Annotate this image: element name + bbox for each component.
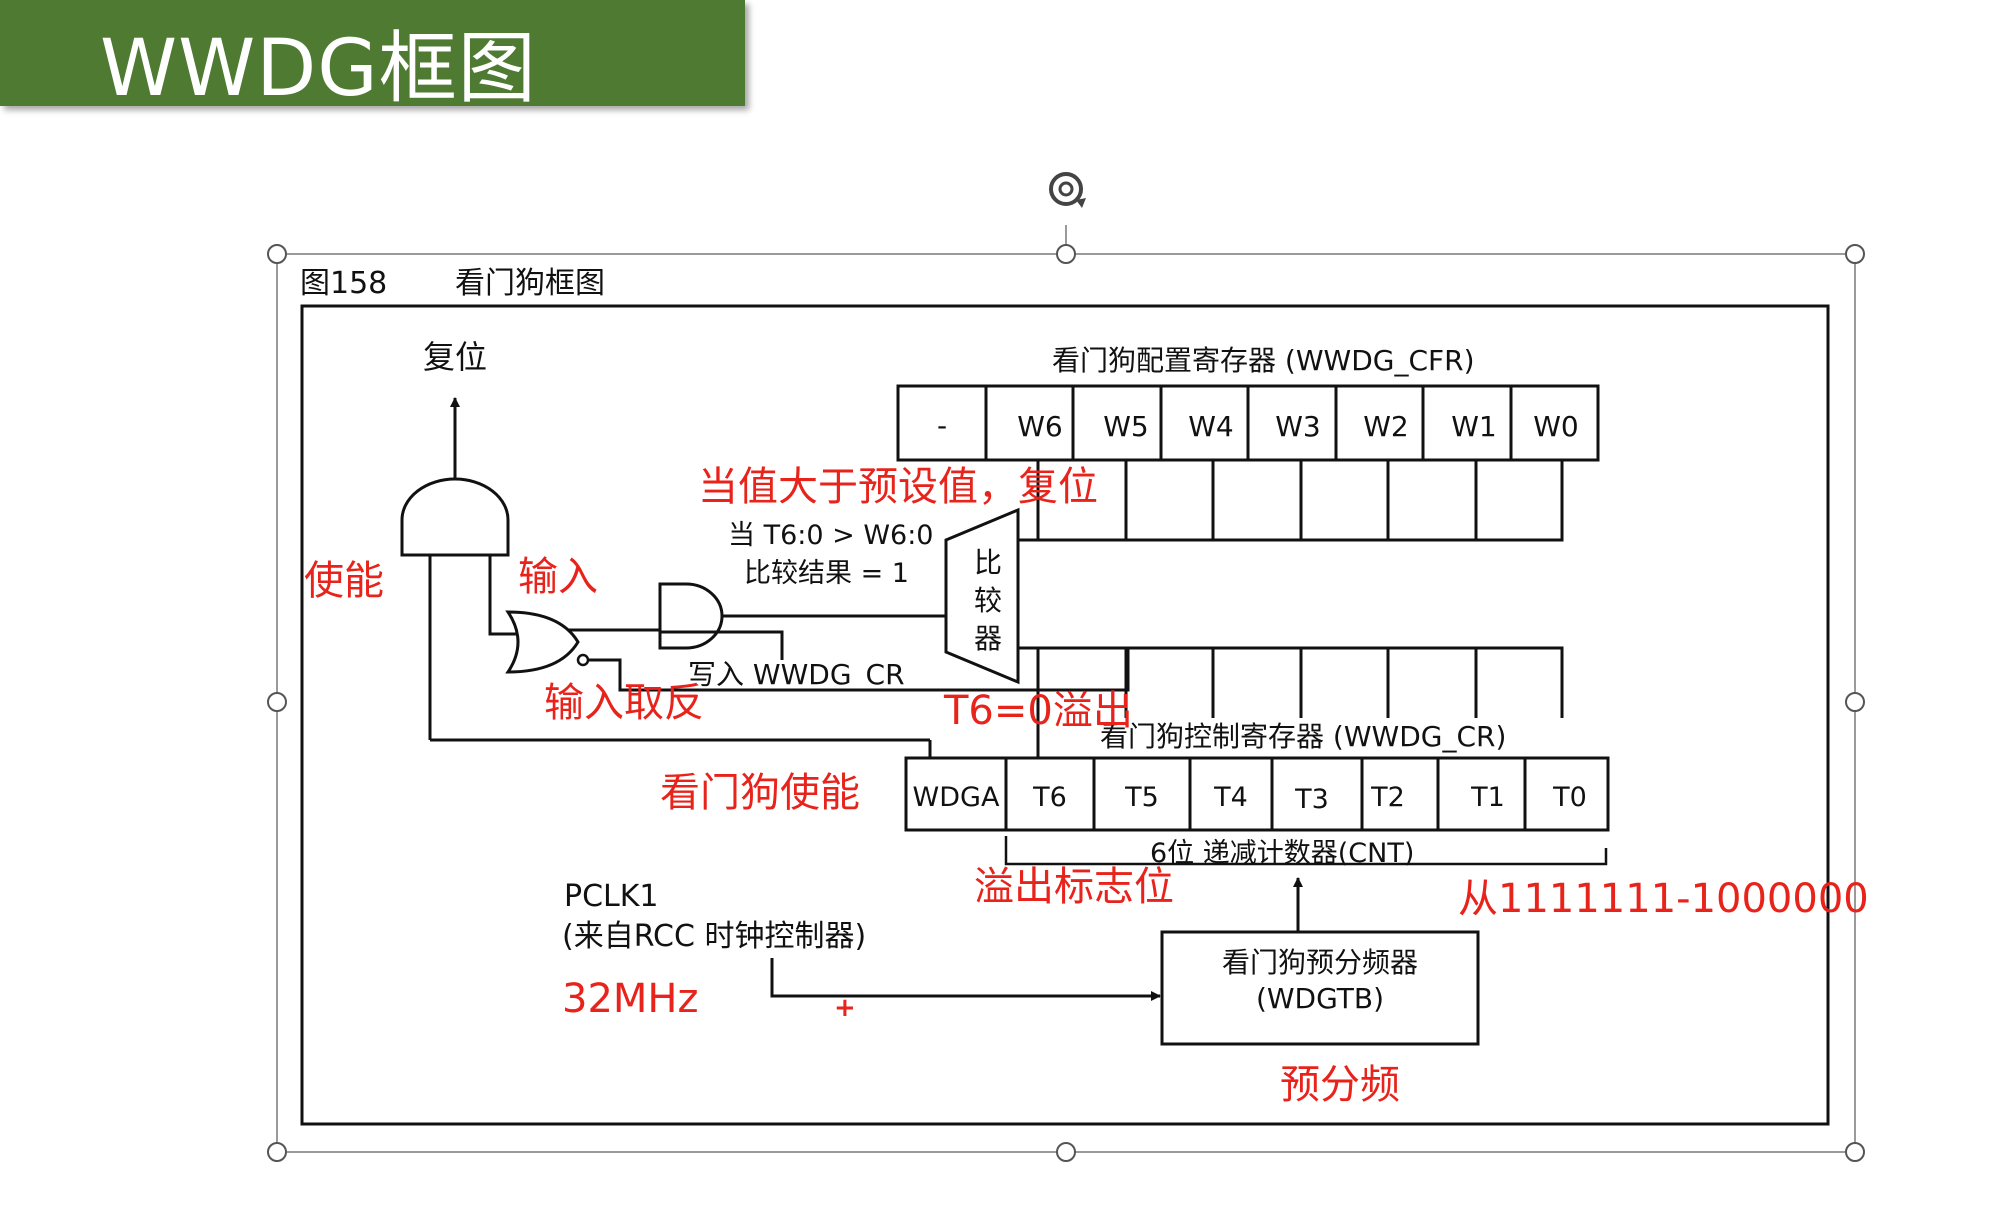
annotation-plus: + xyxy=(834,993,856,1023)
figure-number: 图158 xyxy=(300,266,387,301)
cr-bit: T0 xyxy=(1552,782,1587,813)
cr-bus xyxy=(1018,646,1564,758)
or-output-wire xyxy=(488,555,520,636)
title-banner: WWDG框图 xyxy=(0,0,745,114)
reset-and-gate xyxy=(400,477,510,557)
counter-label: 6位 递减计数器(CNT) xyxy=(1150,838,1414,869)
figure-border xyxy=(300,304,1830,1126)
cr-bit: T3 xyxy=(1294,784,1329,815)
comparator xyxy=(944,507,1020,685)
resize-handle-bottom[interactable] xyxy=(1056,1142,1076,1162)
resize-handle-left[interactable] xyxy=(267,692,287,712)
resize-handle-bottom-left[interactable] xyxy=(267,1142,287,1162)
annotation-reset-condition: 当值大于预设值，复位 xyxy=(698,464,1098,510)
figure-title: 看门狗框图 xyxy=(455,266,605,301)
cr-bit: T5 xyxy=(1124,782,1159,813)
cfr-bit: W1 xyxy=(1451,410,1497,443)
annotation-input: 输入 xyxy=(518,554,598,600)
inverter-bubble xyxy=(576,653,590,667)
comparator-char-3: 器 xyxy=(974,622,1002,655)
resize-handle-top[interactable] xyxy=(1056,244,1076,264)
reset-label: 复位 xyxy=(423,338,487,376)
cfr-register xyxy=(896,384,1600,462)
cr-register xyxy=(904,756,1610,832)
clock-name: PCLK1 xyxy=(564,879,659,914)
comparator-char-1: 比 xyxy=(974,546,1002,579)
comparator-condition-2: 比较结果 = 1 xyxy=(744,558,909,589)
cr-title: 看门狗控制寄存器 (WWDG_CR) xyxy=(1100,720,1506,753)
prescaler-name: 看门狗预分频器 xyxy=(1222,946,1418,979)
cfr-title: 看门狗配置寄存器 (WWDG_CFR) xyxy=(1052,344,1475,377)
cfr-bit: W5 xyxy=(1103,410,1149,443)
write-and-gate xyxy=(658,582,724,650)
cr-bit: T4 xyxy=(1213,782,1248,813)
cr-bit: T2 xyxy=(1370,782,1405,813)
annotation-overflow-flag: 溢出标志位 xyxy=(974,864,1174,910)
cfr-bit: W3 xyxy=(1275,410,1321,443)
annotation-prescale: 预分频 xyxy=(1280,1062,1400,1108)
resize-handle-bottom-right[interactable] xyxy=(1845,1142,1865,1162)
cfr-bit: W0 xyxy=(1533,410,1579,443)
resize-handle-top-right[interactable] xyxy=(1845,244,1865,264)
counter-bracket xyxy=(1004,836,1608,866)
comparator-condition-1: 当 T6:0 > W6:0 xyxy=(728,520,933,551)
cr-bit: T6 xyxy=(1032,782,1067,813)
cfr-bus xyxy=(1018,460,1564,542)
slide-title: WWDG框图 xyxy=(100,24,537,114)
prescaler-block xyxy=(1160,930,1480,1046)
cr-bit: T1 xyxy=(1470,782,1505,813)
annotation-t6-overflow: T6=0溢出 xyxy=(943,688,1133,734)
t6-feedback-wire xyxy=(588,648,1130,692)
clock-source: (来自RCC 时钟控制器) xyxy=(562,919,866,954)
resize-handle-top-left[interactable] xyxy=(267,244,287,264)
prescaler-field: (WDGTB) xyxy=(1256,982,1384,1015)
cr-bit: WDGA xyxy=(913,782,1000,813)
resize-handle-right[interactable] xyxy=(1845,692,1865,712)
comparator-char-2: 较 xyxy=(974,584,1002,617)
annotation-enable: 使能 xyxy=(304,558,384,604)
or-gate xyxy=(505,610,580,674)
write-label: 写入 WWDG_CR xyxy=(688,658,905,691)
rotate-handle[interactable] xyxy=(1049,172,1086,208)
cfr-bit: W2 xyxy=(1363,410,1409,443)
cfr-bit: W4 xyxy=(1188,410,1234,443)
annotation-watchdog-enable: 看门狗使能 xyxy=(660,770,860,816)
annotation-input-invert: 输入取反 xyxy=(544,680,704,726)
annotation-frequency: 32MHz xyxy=(562,976,698,1022)
cfr-bit: W6 xyxy=(1017,410,1063,443)
annotation-count-range: 从1111111-1000000 xyxy=(1458,876,1869,922)
cfr-bit: - xyxy=(937,409,947,442)
clock-arrow xyxy=(770,958,1161,1001)
